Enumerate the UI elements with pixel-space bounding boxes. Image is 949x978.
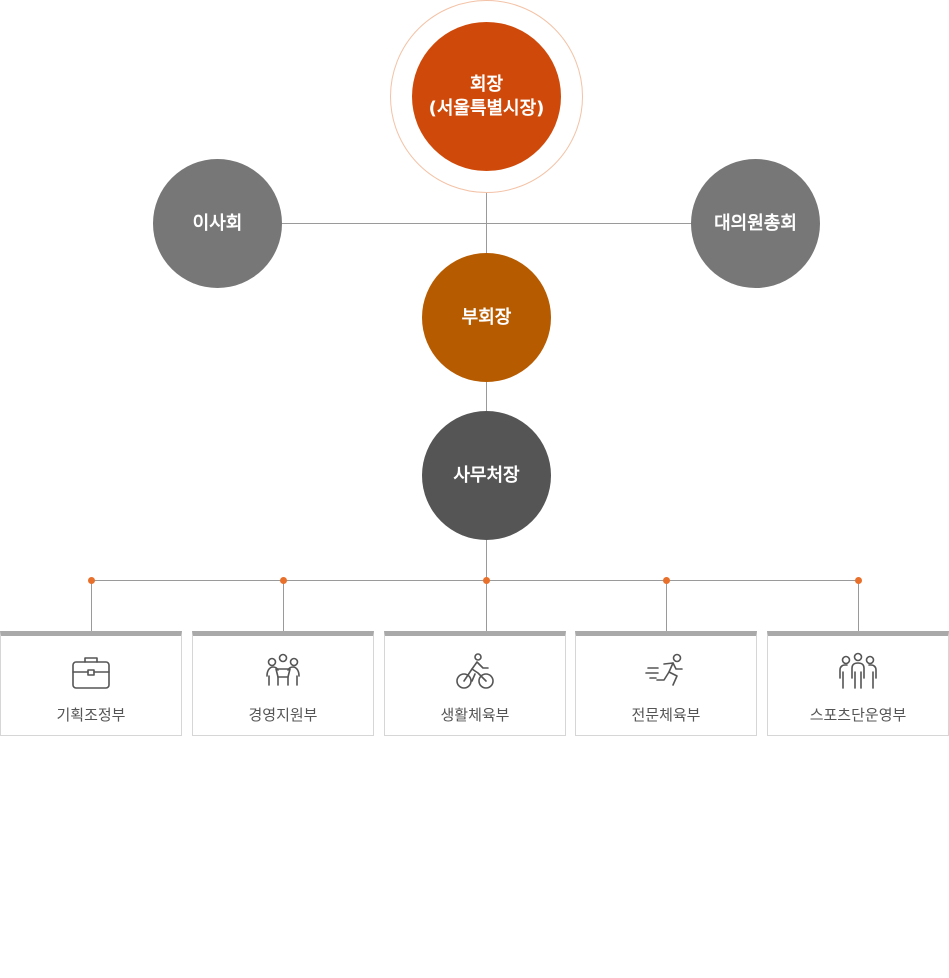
department-card-management: 경영지원부 xyxy=(192,631,374,736)
connector-dept-3 xyxy=(486,580,487,631)
chair-node: 회장 (서울특별시장) xyxy=(412,22,561,171)
cyclist-icon xyxy=(453,652,497,692)
connector-dept-4 xyxy=(666,580,667,631)
connector-dot-4 xyxy=(663,577,670,584)
department-card-elite-sports: 전문체육부 xyxy=(575,631,757,736)
department-label: 기획조정부 xyxy=(56,706,126,724)
secretary-general-label: 사무처장 xyxy=(453,464,520,486)
meeting-icon xyxy=(261,652,305,692)
connector-dept-5 xyxy=(858,580,859,631)
runner-icon xyxy=(644,652,688,692)
vice-chair-label: 부회장 xyxy=(461,306,512,328)
assembly-node: 대의원총회 xyxy=(691,159,820,288)
secretary-general-node: 사무처장 xyxy=(422,411,551,540)
department-label: 경영지원부 xyxy=(248,706,318,724)
connector-dept-2 xyxy=(283,580,284,631)
department-card-sports-team: 스포츠단운영부 xyxy=(767,631,949,736)
department-label: 전문체육부 xyxy=(631,706,701,724)
connector-dot-3 xyxy=(483,577,490,584)
board-label: 이사회 xyxy=(192,212,243,234)
connector-dot-2 xyxy=(280,577,287,584)
vice-chair-node: 부회장 xyxy=(422,253,551,382)
connector-vice-secretary xyxy=(486,382,487,412)
connector-dept-1 xyxy=(91,580,92,631)
connector-secretary-down xyxy=(486,539,487,581)
connector-board-assembly xyxy=(281,223,692,224)
connector-dept-bus xyxy=(91,580,858,581)
department-card-planning: 기획조정부 xyxy=(0,631,182,736)
chair-subtitle: (서울특별시장) xyxy=(428,97,545,119)
team-icon xyxy=(836,652,880,692)
connector-dot-5 xyxy=(855,577,862,584)
department-label: 생활체육부 xyxy=(440,706,510,724)
department-label: 스포츠단운영부 xyxy=(809,706,907,724)
chair-title: 회장 xyxy=(469,73,504,95)
assembly-label: 대의원총회 xyxy=(714,212,797,234)
board-node: 이사회 xyxy=(153,159,282,288)
briefcase-icon xyxy=(69,652,113,692)
connector-dot-1 xyxy=(88,577,95,584)
department-card-community-sports: 생활체육부 xyxy=(384,631,566,736)
